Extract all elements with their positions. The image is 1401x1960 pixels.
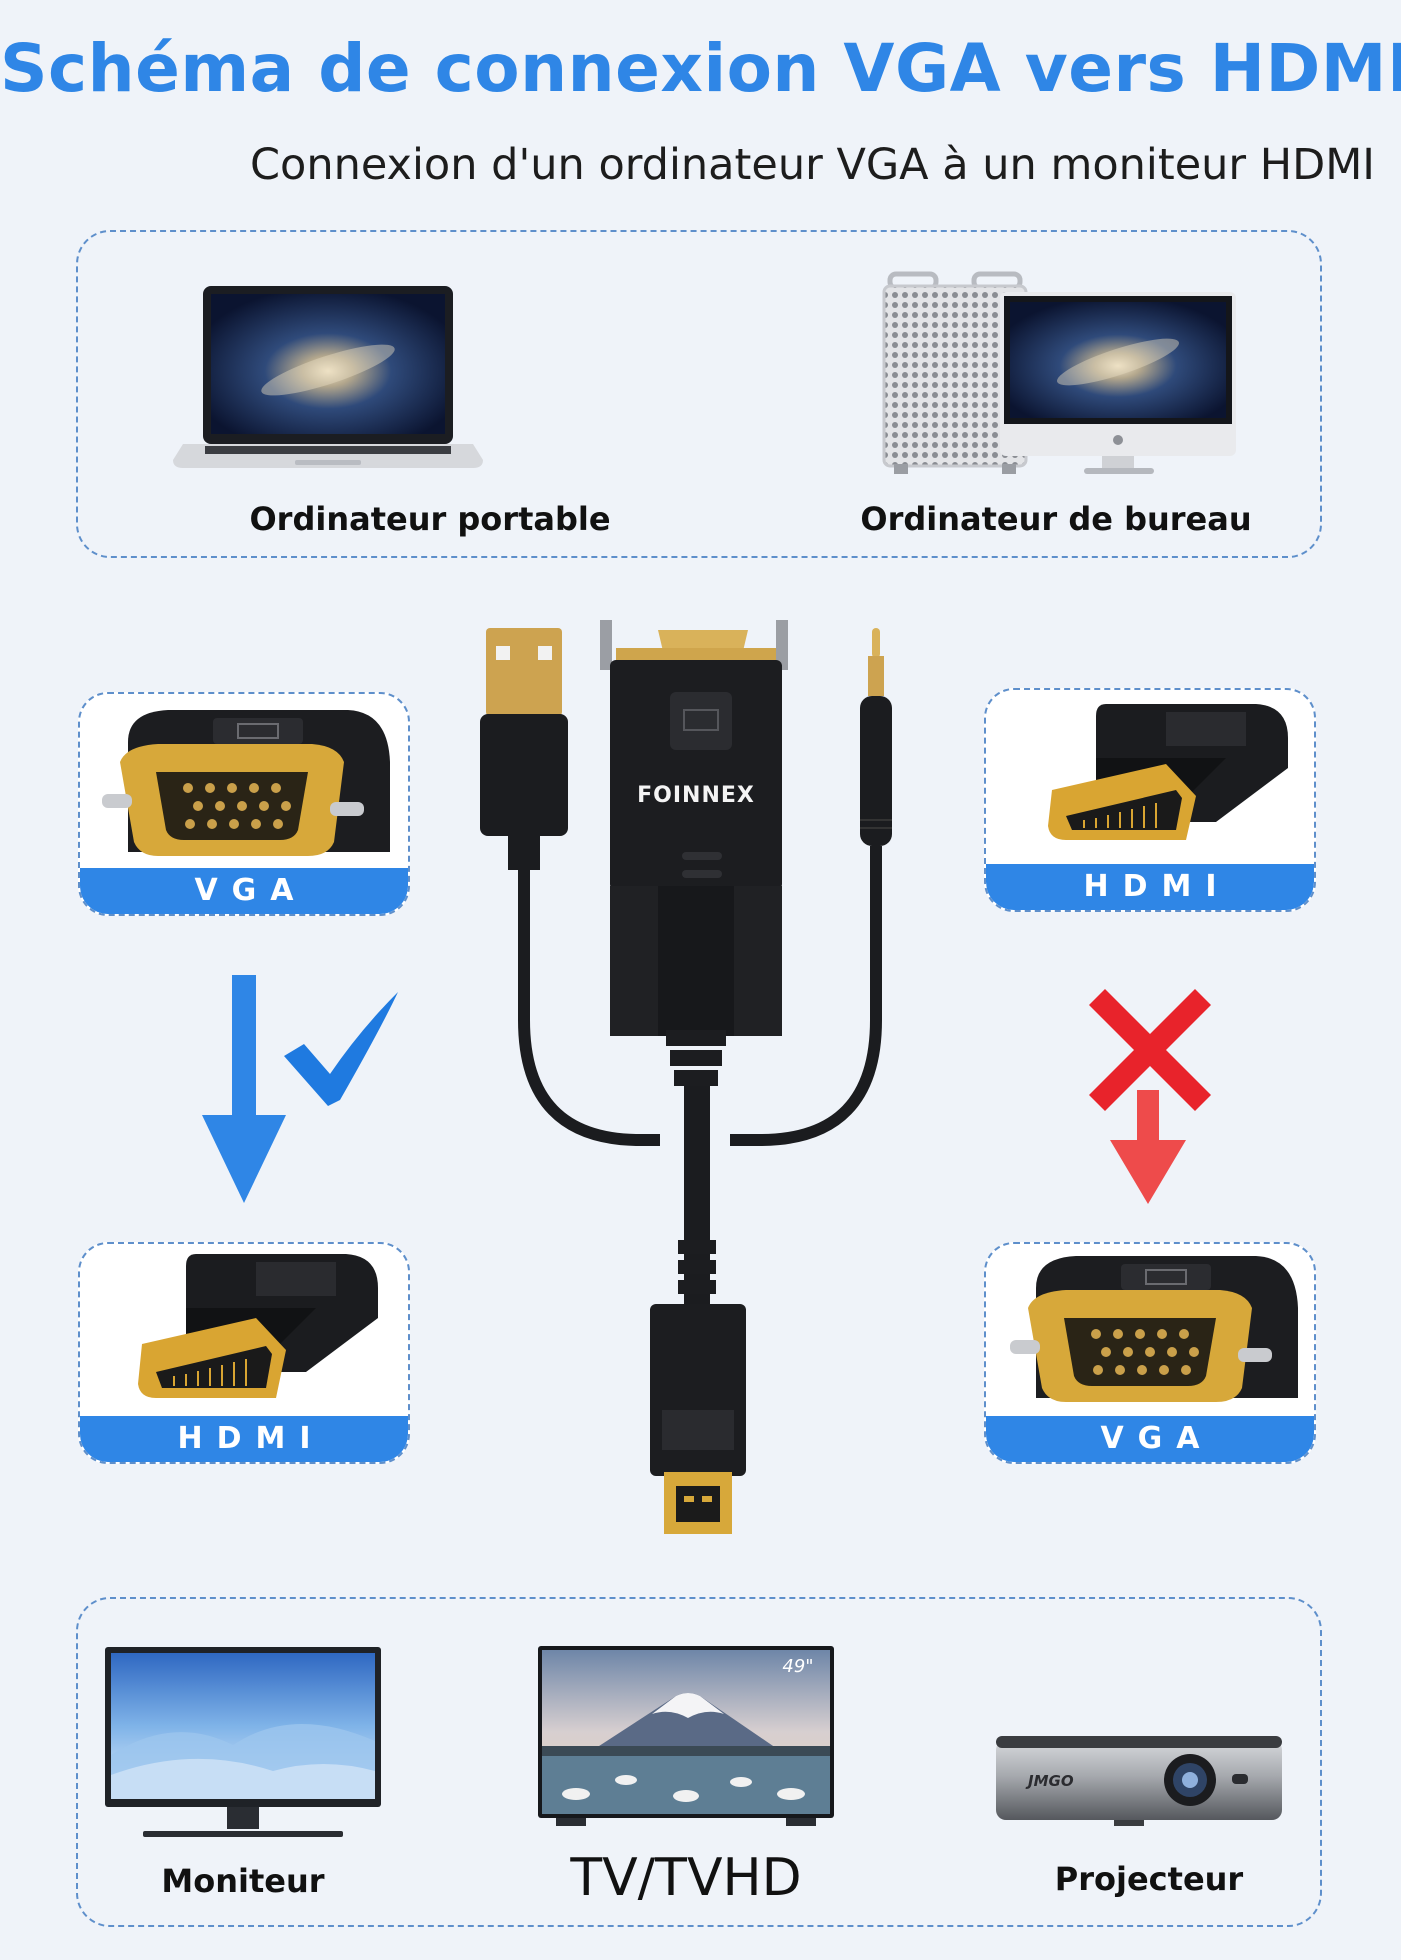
desktop-label: Ordinateur de bureau <box>860 500 1252 538</box>
checkmark-icon <box>284 992 398 1106</box>
monitor-image <box>105 1647 381 1837</box>
vga-connector-image <box>1010 1256 1298 1402</box>
page-title: Schéma de connexion VGA vers HDMI <box>0 30 1401 107</box>
sources-box <box>76 230 1322 558</box>
vga-connector-image <box>102 710 390 856</box>
hdmi-input-card: HDMI <box>984 688 1316 912</box>
vga-output-label: VGA <box>986 1416 1314 1462</box>
cross-icon <box>1089 989 1211 1111</box>
projector-label: Projecteur <box>1054 1860 1244 1898</box>
hdmi-connector-image <box>1048 704 1288 840</box>
vga-input-card: VGA <box>78 692 410 916</box>
arrow-down-blue-icon <box>202 975 286 1203</box>
page-subtitle: Connexion d'un ordinateur VGA à un monit… <box>250 140 1375 190</box>
cable-brand-text: FOINNEX <box>637 783 755 808</box>
hdmi-output-label: HDMI <box>80 1416 408 1462</box>
tv-image: 49" <box>538 1646 834 1826</box>
laptop-label: Ordinateur portable <box>249 500 611 538</box>
adapter-cable-image: FOINNEX <box>480 620 892 1534</box>
hdmi-connector-image <box>138 1254 378 1398</box>
hdmi-input-label: HDMI <box>986 864 1314 910</box>
laptop-image <box>173 286 483 468</box>
monitor-label: Moniteur <box>161 1862 325 1900</box>
arrow-down-red-icon <box>1110 1090 1186 1204</box>
tv-size-badge: 49" <box>782 1656 813 1677</box>
hdmi-output-card: HDMI <box>78 1242 410 1464</box>
projector-image: JMGO <box>996 1736 1282 1826</box>
desktop-image <box>882 271 1236 474</box>
vga-output-card: VGA <box>984 1242 1316 1464</box>
vga-input-label: VGA <box>80 868 408 914</box>
outputs-box <box>76 1597 1322 1927</box>
projector-brand-text: JMGO <box>1025 1772 1074 1790</box>
tv-label: TV/TVHD <box>570 1848 802 1908</box>
